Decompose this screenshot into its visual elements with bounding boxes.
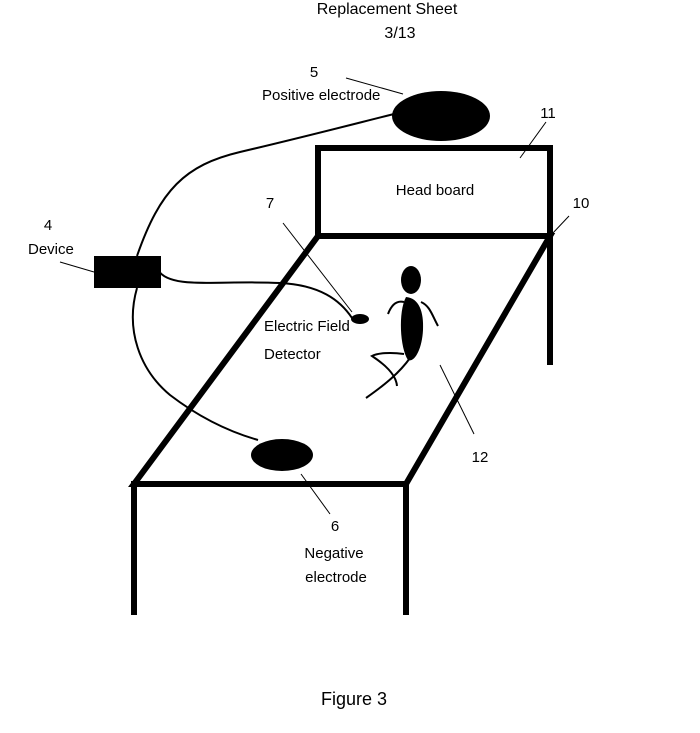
label-head-board: Head board (396, 182, 474, 199)
device-box (94, 256, 161, 288)
label-12-number: 12 (472, 449, 489, 466)
label-6-number: 6 (331, 518, 339, 535)
mattress-surface (134, 236, 550, 484)
detector-wire (158, 270, 352, 318)
leader-11 (520, 122, 546, 158)
person-figure (366, 266, 438, 398)
label-5-number: 5 (310, 64, 318, 81)
sheet-page-number: 3/13 (384, 25, 415, 42)
leader-6 (301, 474, 330, 514)
negative-electrode (251, 439, 313, 471)
negative-wire (133, 288, 258, 440)
label-positive-electrode: Positive electrode (262, 87, 380, 104)
label-10-number: 10 (573, 195, 590, 212)
label-negative-line2: electrode (305, 569, 367, 586)
label-detector-line2: Detector (264, 346, 321, 363)
leader-4 (60, 262, 94, 272)
label-7-number: 7 (266, 195, 274, 212)
label-detector-line1: Electric Field (264, 318, 350, 335)
label-device: Device (28, 241, 74, 258)
sheet-title: Replacement Sheet (317, 1, 458, 18)
leader-10 (552, 216, 569, 234)
electric-field-detector (351, 314, 369, 324)
label-negative-line1: Negative (304, 545, 363, 562)
figure-caption: Figure 3 (321, 689, 387, 709)
positive-electrode (392, 91, 490, 141)
label-11-number: 11 (540, 105, 556, 122)
label-4-number: 4 (44, 217, 52, 234)
